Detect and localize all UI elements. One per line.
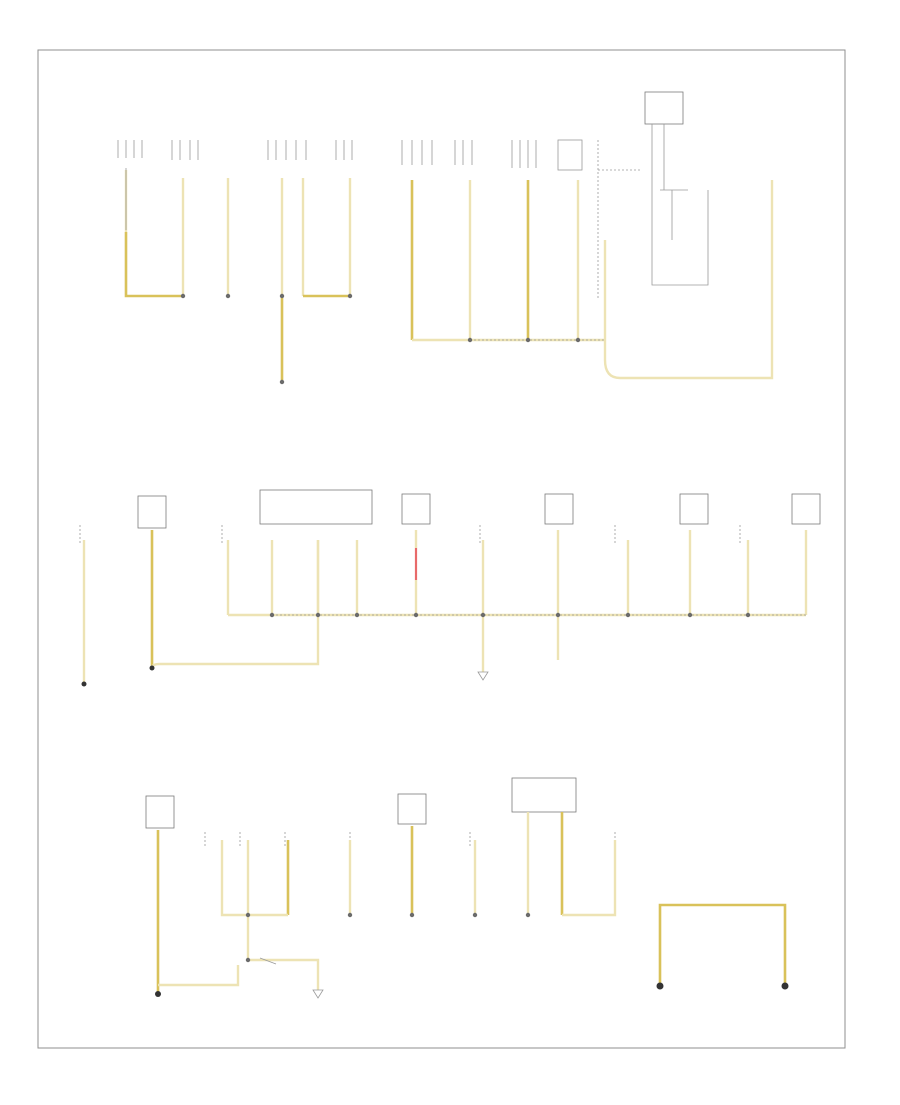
connector-stubs-bottom bbox=[204, 832, 616, 848]
splice-nodes-bottom bbox=[155, 912, 789, 997]
component-boxes-bottom bbox=[145, 777, 577, 829]
diagram-frame bbox=[37, 49, 846, 1049]
module-cluster-top-right bbox=[597, 91, 774, 380]
component-boxes-middle bbox=[137, 489, 821, 529]
splice-nodes-middle bbox=[81, 612, 751, 687]
ground-symbol-middle bbox=[477, 671, 489, 681]
section-top bbox=[117, 91, 774, 385]
splice-nodes-top bbox=[180, 293, 581, 385]
connector-stubs-middle bbox=[79, 525, 741, 545]
connector-stubs-top bbox=[117, 139, 583, 171]
section-middle bbox=[79, 489, 821, 687]
section-bottom bbox=[145, 777, 789, 999]
ground-symbol-bottom bbox=[312, 989, 324, 999]
